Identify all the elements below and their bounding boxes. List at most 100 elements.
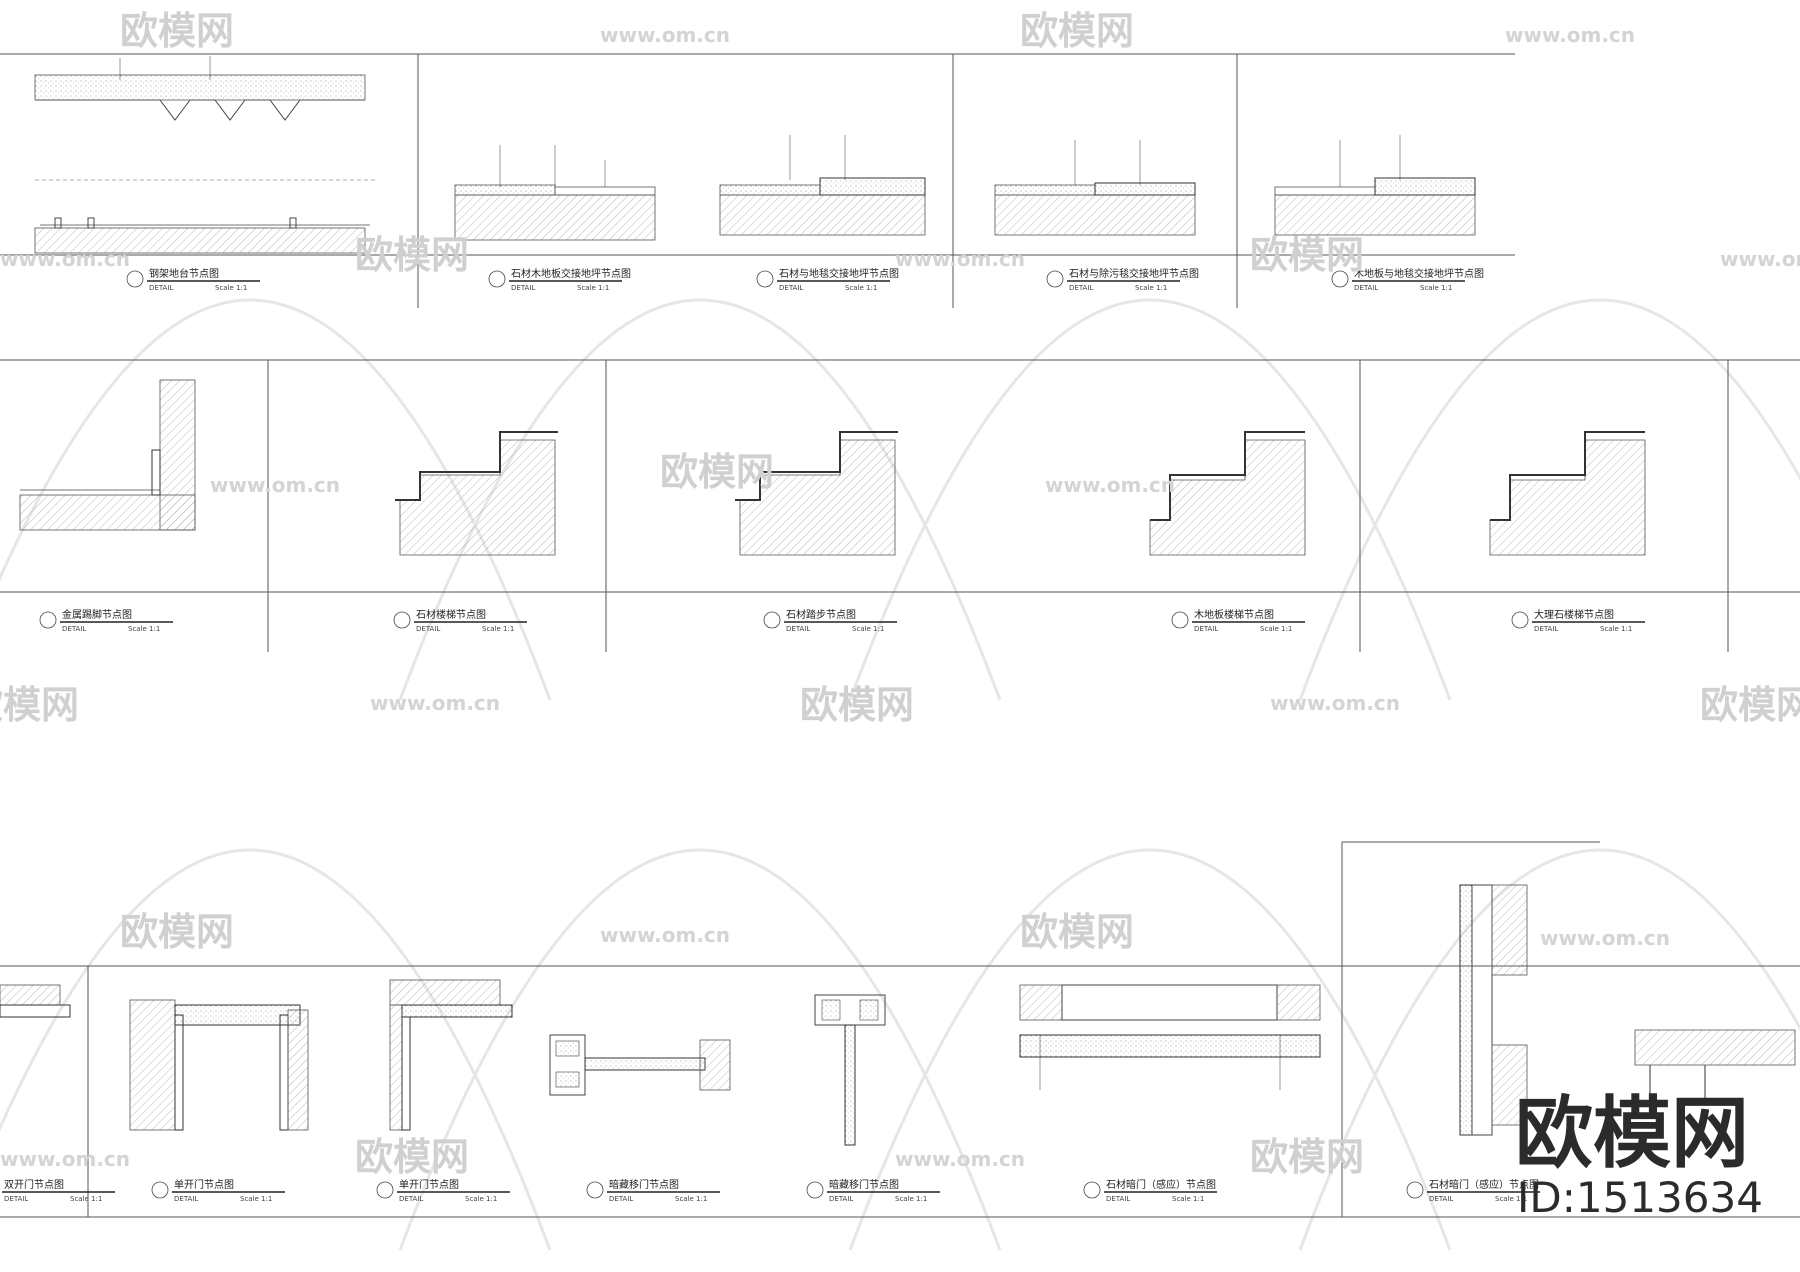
watermark-url: www.om.cn [370,691,500,715]
scale-label: Scale 1:1 [852,625,884,633]
detail-marker-circle [806,1181,824,1199]
watermark-brand: 欧模网 [1020,9,1134,53]
watermark-brand: 欧模网 [0,683,79,727]
detail-label: DETAIL [1106,1195,1130,1203]
watermark-url: www.om.cn [0,1147,130,1171]
scale-label: Scale 1:1 [1600,625,1632,633]
detail-marker-circle [1331,270,1349,288]
detail-marker-circle [586,1181,604,1199]
watermark-url: www.om.cn [895,247,1025,271]
detail-single-door-drawing [129,999,309,1131]
detail-double-door-drawing [0,984,71,1018]
detail-wood-stair-drawing [1149,431,1306,556]
detail-marker-circle [126,270,144,288]
detail-stone-hidden-door-2-drawing [1459,884,1796,1136]
scale-label: Scale 1:1 [128,625,160,633]
detail-label: DETAIL [779,284,803,292]
scale-label: Scale 1:1 [240,1195,272,1203]
scale-label: Scale 1:1 [465,1195,497,1203]
detail-caption: 暗藏移门节点图 DETAIL Scale 1:1 [586,1178,720,1203]
detail-label: DETAIL [62,625,86,633]
scale-label: Scale 1:1 [70,1195,102,1203]
detail-label: DETAIL [1354,284,1378,292]
scale-label: Scale 1:1 [577,284,609,292]
watermark-brand: 欧模网 [660,450,774,494]
watermark-url: www.om.cn [1045,473,1175,497]
scale-label: Scale 1:1 [895,1195,927,1203]
detail-marker-circle [1046,270,1064,288]
scale-label: Scale 1:1 [482,625,514,633]
detail-title: 暗藏移门节点图 [609,1178,679,1191]
detail-label: DETAIL [829,1195,853,1203]
watermark-url: www.om.cn [1270,691,1400,715]
watermark-url: www.om.cn [1505,23,1635,47]
detail-stone-mat-drawing [994,140,1196,236]
detail-stone-carpet-drawing [719,135,926,236]
watermark-url: www.om.cn [1540,926,1670,950]
detail-marker-circle [151,1181,169,1199]
watermark-url: www.om.cn [1720,247,1800,271]
watermark-brand: 欧模网 [1250,233,1364,277]
detail-marker-circle [1083,1181,1101,1199]
detail-stone-hidden-door-drawing [1019,984,1321,1090]
detail-label: DETAIL [149,284,173,292]
detail-pocket-door-drawing [549,1034,731,1096]
detail-stone-step-drawing [735,431,898,556]
scale-label: Scale 1:1 [1260,625,1292,633]
corner-logo-text: 欧模网 [1515,1089,1749,1179]
detail-label: DETAIL [1534,625,1558,633]
detail-label: DETAIL [1429,1195,1453,1203]
detail-title: 石材与除污毯交接地坪节点图 [1069,267,1199,280]
detail-title: 木地板与地毯交接地坪节点图 [1354,267,1484,280]
detail-label: DETAIL [609,1195,633,1203]
detail-pocket-door-2-drawing [814,994,886,1146]
detail-marker-circle [376,1181,394,1199]
corner-id-text: ID:1513634 [1517,1173,1763,1222]
detail-title: 金属踢脚节点图 [62,608,132,621]
watermark-brand: 欧模网 [355,233,469,277]
detail-title: 石材踏步节点图 [786,608,856,621]
detail-marker-circle [393,611,411,629]
watermark-brand: 欧模网 [1020,910,1134,954]
detail-title: 暗藏移门节点图 [829,1178,899,1191]
detail-single-door-2-drawing [389,979,513,1131]
detail-metal-skirting-drawing [19,379,196,531]
watermark-brand: 欧模网 [355,1135,469,1179]
detail-label: DETAIL [1194,625,1218,633]
watermark-url: www.om.cn [600,923,730,947]
row2-frame [0,359,1800,652]
watermark-brand: 欧模网 [800,683,914,727]
detail-label: DETAIL [416,625,440,633]
watermark-url: www.om.cn [600,23,730,47]
detail-title: 钢架地台节点图 [149,267,219,280]
detail-title: 石材木地板交接地坪节点图 [511,267,631,280]
detail-marker-circle [763,611,781,629]
watermark-url: www.om.cn [0,247,130,271]
detail-title: 大理石楼梯节点图 [1534,608,1614,621]
scale-label: Scale 1:1 [675,1195,707,1203]
detail-label: DETAIL [4,1195,28,1203]
detail-marker-circle [39,611,57,629]
corner-badge: 欧模网 ID:1513634 [1515,1089,1763,1222]
detail-stone-wood-drawing [454,145,656,241]
watermark-url: www.om.cn [895,1147,1025,1171]
watermark-url: www.om.cn [210,473,340,497]
detail-label: DETAIL [399,1195,423,1203]
detail-caption: 木地板楼梯节点图 DETAIL Scale 1:1 [1171,608,1305,633]
detail-label: DETAIL [1069,284,1093,292]
scale-label: Scale 1:1 [1172,1195,1204,1203]
detail-stone-stair-drawing [395,431,558,556]
detail-title: 木地板楼梯节点图 [1194,608,1274,621]
scale-label: Scale 1:1 [215,284,247,292]
detail-title: 双开门节点图 [4,1178,64,1191]
watermark-brand: 欧模网 [1250,1135,1364,1179]
detail-title: 单开门节点图 [174,1178,234,1191]
